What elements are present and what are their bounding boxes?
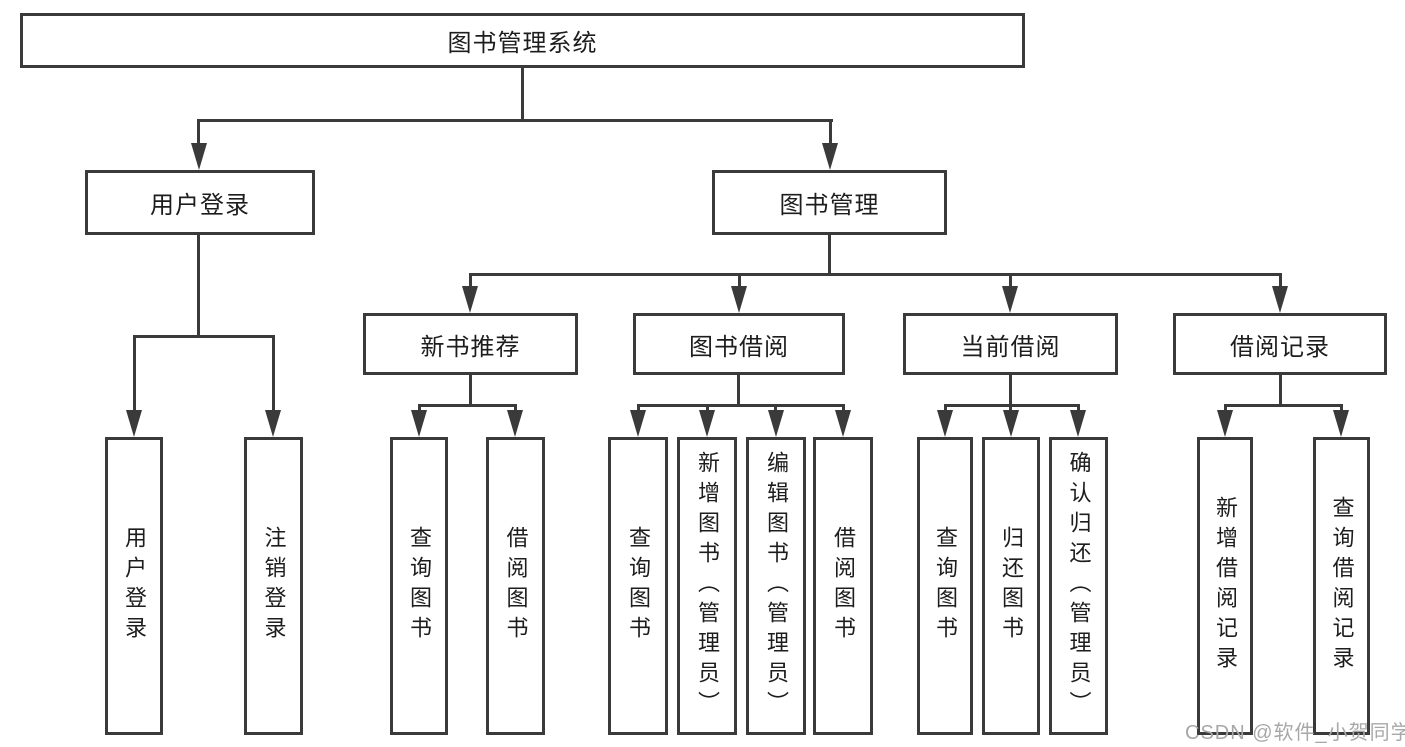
watermark-text: CSDN @软件_小贺同学 [1185,722,1405,744]
node-borrow-records: 借阅记录 [1173,313,1387,375]
leaf-query-books-recommend: 查询图书 [390,437,448,735]
connector-line [737,375,740,407]
connector-line [1009,404,1012,414]
connector-line [1279,375,1282,406]
connector-line [1009,273,1012,289]
arrowhead-down-icon [731,286,747,313]
arrowhead-down-icon [1070,410,1086,437]
leaf-return-book: 归还图书 [982,437,1040,735]
connector-line [842,404,845,414]
leaf-query-books-borrow: 查询图书 [608,437,668,735]
connector-line [197,119,833,122]
connector-line [521,66,524,121]
connector-line [944,404,1080,407]
leaf-borrow-books-recommend: 借阅图书 [486,437,545,735]
connector-line [738,273,741,289]
arrowhead-down-icon [768,410,784,437]
connector-line [514,404,517,414]
connector-line [637,404,640,414]
arrowhead-down-icon [1003,410,1019,437]
leaf-user-login: 用户登录 [105,437,163,735]
leaf-borrow-books-borrow: 借阅图书 [813,437,873,735]
leaf-confirm-return-admin: 确认归还（管理员） [1049,437,1108,735]
leaf-logout-login: 注销登录 [244,437,303,735]
arrowhead-down-icon [265,410,281,437]
arrowhead-down-icon [822,143,838,170]
connector-line [1077,404,1080,414]
connector-line [706,404,709,414]
connector-line [197,235,200,338]
connector-line [1009,375,1012,407]
arrowhead-down-icon [1333,410,1349,437]
connector-line [418,404,517,407]
connector-line [197,119,200,144]
arrowhead-down-icon [411,410,427,437]
arrowhead-down-icon [937,410,953,437]
connector-line [774,404,777,414]
arrowhead-down-icon [1217,410,1233,437]
node-new-book-recommend: 新书推荐 [363,313,578,375]
node-book-borrow: 图书借阅 [633,313,845,375]
connector-line [133,335,275,338]
leaf-add-book-admin: 新增图书（管理员） [677,437,737,735]
arrowhead-down-icon [462,286,478,313]
arrowhead-down-icon [126,410,142,437]
node-current-borrow: 当前借阅 [903,313,1118,375]
leaf-query-books-current: 查询图书 [917,437,973,735]
connector-line [469,273,1282,276]
leaf-query-borrow-record: 查询借阅记录 [1313,437,1370,735]
leaf-edit-book-admin: 编辑图书（管理员） [746,437,806,735]
arrowhead-down-icon [1002,286,1018,313]
connector-line [469,375,472,407]
connector-line [1279,273,1282,289]
node-book-management: 图书管理 [712,170,947,235]
connector-line [1340,404,1343,414]
connector-line [133,335,136,413]
connector-line [272,335,275,413]
arrowhead-down-icon [191,143,207,170]
connector-line [1224,404,1342,407]
connector-line [418,404,421,414]
arrowhead-down-icon [630,410,646,437]
connector-line [944,404,947,414]
arrowhead-down-icon [507,410,523,437]
connector-line [828,235,831,275]
connector-line [637,404,844,407]
connector-line [469,273,472,289]
connector-line [1224,404,1227,414]
arrowhead-down-icon [835,410,851,437]
connector-line [829,119,832,144]
arrowhead-down-icon [699,410,715,437]
node-user-login: 用户登录 [85,170,315,235]
node-library-management-system: 图书管理系统 [20,13,1025,68]
arrowhead-down-icon [1272,286,1288,313]
leaf-add-borrow-record: 新增借阅记录 [1197,437,1253,735]
